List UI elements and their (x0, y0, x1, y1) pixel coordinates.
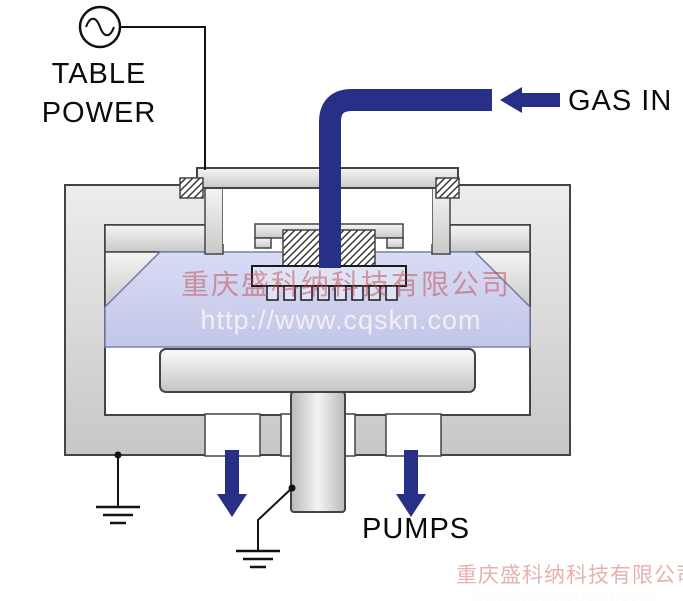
watermark-company: 重庆盛科纳科技有限公司 (181, 269, 511, 300)
wafer-table (159, 348, 476, 393)
bottom-port-left (204, 413, 261, 457)
table-power-source: TABLE POWER (42, 5, 206, 170)
showerhead-tooth (283, 285, 296, 301)
ground-center-icon (236, 484, 296, 569)
table-power-wire (121, 26, 206, 170)
showerhead-tooth (368, 285, 381, 301)
showerhead-tooth (351, 285, 364, 301)
pump-section: PUMPS (217, 450, 470, 545)
showerhead-tooth (317, 285, 330, 301)
seal-hatch-right (435, 177, 460, 199)
gas-in-arrow-icon (500, 87, 560, 113)
pump-arrow-left-icon (217, 450, 247, 517)
gas-pipe (319, 89, 492, 268)
sine-wave-icon (85, 17, 115, 37)
seal-hatch-left (179, 177, 204, 199)
showerhead-teeth (266, 285, 398, 301)
ground-center-wire (257, 487, 293, 551)
watermark: 重庆盛科纳科技有限公司 http://www.cqskn.com 重庆盛科纳科技… (181, 269, 683, 601)
liner-shelf-left (104, 224, 209, 253)
table-power-label-line1: TABLE (52, 58, 147, 90)
watermark-company-corner: 重庆盛科纳科技有限公司 (456, 564, 683, 587)
showerhead-tooth (334, 285, 347, 301)
showerhead-tooth (385, 285, 398, 301)
showerhead-tooth (266, 285, 279, 301)
pump-arrow-right-icon (396, 450, 426, 517)
table-stem (290, 391, 346, 513)
gas-inlet: GAS IN (319, 85, 672, 268)
pumps-label: PUMPS (362, 513, 470, 545)
gas-in-label: GAS IN (568, 85, 672, 117)
clamp-tab-left (254, 237, 272, 249)
watermark-url: http://www.cqskn.com (200, 305, 481, 335)
ground-left-icon (96, 451, 140, 525)
showerhead-tooth (300, 285, 313, 301)
watermark-url-corner: http://www.cqskn.com (472, 585, 656, 601)
bottom-port-right (385, 413, 442, 457)
clamp-tab-right (386, 237, 404, 249)
showerhead-cup-wall-left (204, 185, 224, 255)
table-power-label-line2: POWER (42, 97, 157, 129)
wafer-table-assembly (159, 348, 476, 513)
liner-shelf-right (446, 224, 531, 253)
